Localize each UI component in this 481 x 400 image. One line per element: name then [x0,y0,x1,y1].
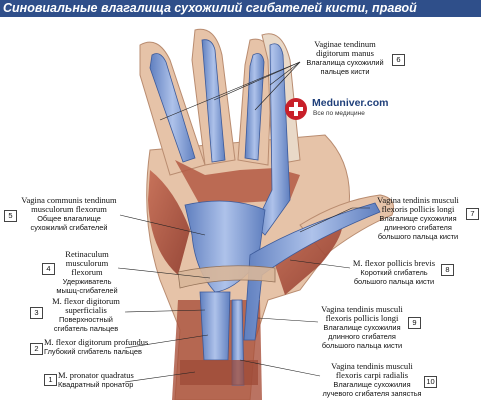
label-russian: Глубокий сгибатель пальцев [44,347,142,356]
label-vagina-carpi-radialis: Vagina tendinis musculi flexoris carpi r… [322,361,422,399]
label-latin: M. pronator quadratus [58,370,134,380]
label-flexor-profundus: M. flexor digitorum profundus Глубокий с… [44,337,149,357]
sheath-middle [201,39,226,163]
label-russian: Влагалище сухожилия лучевого сгибателя з… [322,380,422,398]
label-latin: M. flexor pollicis brevis [352,258,436,268]
label-latin: Vagina communis tendinum musculorum flex… [21,195,117,214]
label-latin: Vaginae tendinum digitorum manus [314,39,376,58]
label-russian: Удерживатель мышц-сгибателей [56,277,118,295]
label-latin: Vagina tendinis musculi flexoris pollici… [321,304,403,323]
label-vagina-communis: Vagina communis tendinum musculorum flex… [18,195,120,233]
logo-tagline: Все по медицине [313,110,365,117]
sheath-pollicis-longus [243,202,381,341]
meduniver-logo [285,98,307,120]
label-vaginae-tendinum: Vaginae tendinum digitorum manus Влагали… [300,39,390,77]
figure-title: Синовиальные влагалища сухожилий сгибате… [3,1,417,15]
label-latin: Retinaculum musculorum flexorum [65,249,109,277]
label-number-8: 8 [441,264,454,276]
label-vagina-pollicis-longi-lower: Vagina tendinis musculi flexoris pollici… [318,304,406,351]
label-russian: Влагалища сухожилий пальцев кисти [306,58,384,76]
label-russian: Короткий сгибатель большого пальца кисти [353,268,435,286]
label-latin: M. flexor digitorum profundus [44,337,149,347]
sheath-index [149,53,196,163]
label-retinaculum: Retinaculum musculorum flexorum Удержива… [56,249,118,296]
label-vagina-pollicis-longi-upper: Vagina tendinis musculi flexoris pollici… [372,195,464,242]
leader-lines [117,61,370,383]
logo-name: Meduniver.com [312,97,389,109]
pronator-quadratus [180,360,258,385]
label-number-1: 1 [44,374,57,386]
label-number-4: 4 [42,263,55,275]
label-number-5: 5 [4,210,17,222]
title-bar: Синовиальные влагалища сухожилий сгибате… [0,0,481,17]
label-number-10: 10 [424,376,437,388]
label-flexor-superficialis: M. flexor digitorum superficialis Поверх… [44,296,128,334]
label-russian: Квадратный пронатор [58,380,134,389]
label-number-3: 3 [30,307,43,319]
label-flexor-pollicis-brevis: M. flexor pollicis brevis Короткий сгиба… [350,258,438,287]
label-number-2: 2 [30,343,43,355]
label-number-7: 7 [466,208,479,220]
label-russian: Влагалище сухожилия длинного сгибателя б… [321,323,403,350]
sheath-common-proximal [199,291,231,361]
label-number-9: 9 [408,317,421,329]
label-latin: Vagina tendinis musculi flexoris pollici… [377,195,459,214]
lumbrical-muscles [175,160,300,205]
label-russian: Влагалище сухожилия длинного сгибателя б… [377,214,459,241]
label-pronator-quadratus: M. pronator quadratus Квадратный пронато… [58,370,134,390]
hypothenar-muscle [148,170,190,275]
label-russian: Поверхностный сгибатель пальцев [53,315,119,333]
label-latin: Vagina tendinis musculi flexoris carpi r… [331,361,413,380]
flexor-retinaculum [177,265,276,289]
label-russian: Общее влагалище сухожилий сгибателей [30,214,108,232]
label-latin: M. flexor digitorum superficialis [52,296,120,315]
label-number-6: 6 [392,54,405,66]
